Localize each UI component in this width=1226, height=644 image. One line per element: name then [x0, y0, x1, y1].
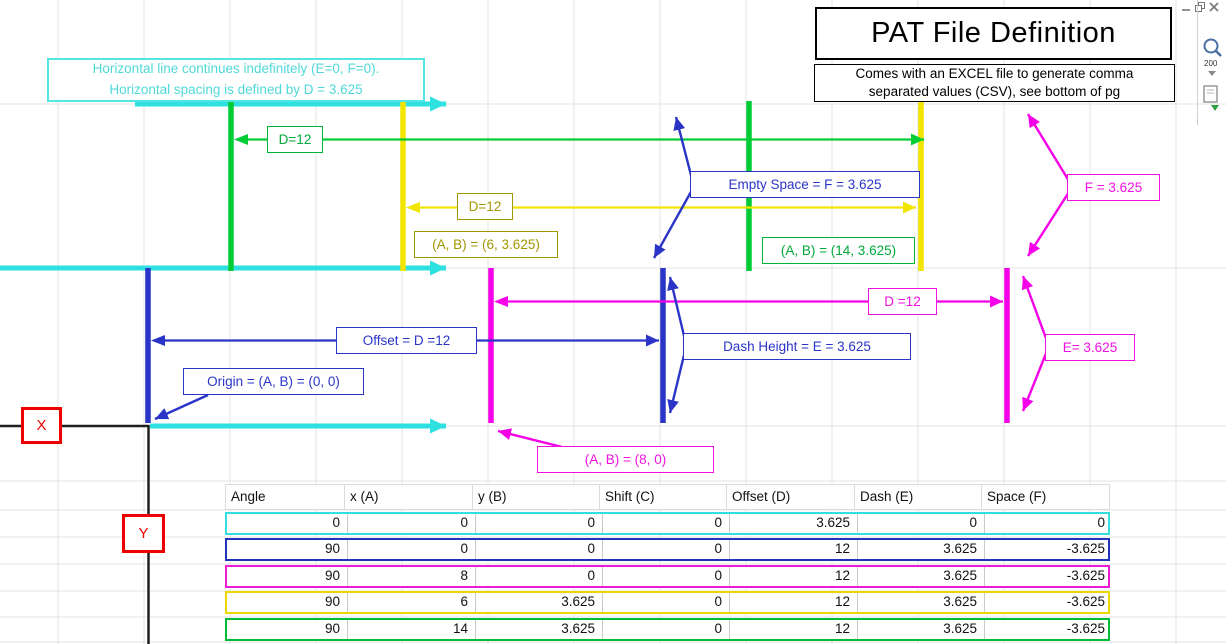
subtitle-line-1: Comes with an EXCEL file to generate com…: [855, 65, 1134, 81]
column-header-y: y (B): [473, 484, 600, 510]
close-button[interactable]: [1209, 2, 1222, 14]
column-header-dash: Dash (E): [855, 484, 982, 510]
close-icon: [1209, 2, 1219, 12]
label-origin-blue: Origin = (A, B) = (0, 0): [183, 368, 364, 395]
table-row-vertical-blue: 90 0 0 0 12 3.625 -3.625: [225, 538, 1110, 561]
subtitle-box: Comes with an EXCEL file to generate com…: [814, 64, 1175, 102]
cell: 3.625: [729, 514, 857, 533]
pattern-table: Angle x (A) y (B) Shift (C) Offset (D) D…: [225, 484, 1110, 644]
cell: 0: [602, 567, 729, 586]
table-row-horizontal-cyan: 0 0 0 0 3.625 0 0: [225, 512, 1110, 535]
cell: 0: [984, 514, 1112, 533]
magenta-pattern-dashes: [488, 268, 1010, 423]
restore-icon: [1195, 2, 1205, 12]
cell: 0: [602, 514, 729, 533]
cell: 90: [324, 621, 340, 636]
yellow-pattern-dashes: [400, 101, 924, 271]
cell: 0: [857, 514, 984, 533]
cell: 12: [729, 540, 857, 559]
cell: 12: [729, 620, 857, 639]
empty-space-arrow-down: [652, 189, 694, 259]
toolbar-separator: [1197, 0, 1198, 125]
note-box: Horizontal line continues indefinitely (…: [47, 58, 425, 102]
cell: -3.625: [984, 567, 1112, 586]
column-header-space: Space (F): [982, 484, 1110, 510]
f-value-arrow-up: [1026, 113, 1071, 182]
origin-arrow: [154, 393, 209, 421]
x-axis-label: X: [21, 407, 62, 444]
label-origin-yellow: (A, B) = (6, 3.625): [414, 231, 558, 258]
table-row-vertical-magenta: 90 8 0 0 12 3.625 -3.625: [225, 565, 1110, 588]
cell: 0: [602, 593, 729, 612]
cell: 3.625: [857, 567, 984, 586]
cell: 90: [324, 594, 340, 609]
label-origin-magenta: (A, B) = (8, 0): [537, 446, 714, 473]
label-dash-height: Dash Height = E = 3.625: [683, 333, 911, 360]
minimize-button[interactable]: [1181, 2, 1194, 14]
zoom-icon: 200: [1203, 38, 1222, 76]
cell: 0: [332, 515, 340, 530]
cell: 0: [475, 540, 602, 559]
cell: 0: [347, 540, 475, 559]
cell: 3.625: [857, 620, 984, 639]
label-offset-blue: Offset = D =12: [336, 327, 477, 354]
table-row-vertical-green: 90 14 3.625 0 12 3.625 -3.625: [225, 618, 1110, 641]
cell: 0: [347, 514, 475, 533]
label-offset-magenta: D =12: [868, 288, 937, 315]
column-header-shift: Shift (C): [600, 484, 727, 510]
cell: 3.625: [475, 593, 602, 612]
subtitle-line-2: separated values (CSV), see bottom of pg: [868, 84, 1121, 99]
blue-callout-arrows: [154, 116, 694, 421]
page-title: PAT File Definition: [815, 7, 1172, 60]
cell: 3.625: [475, 620, 602, 639]
zoom-value: 200: [1204, 59, 1218, 68]
ab8-arrow: [497, 428, 563, 449]
cell: 12: [729, 593, 857, 612]
empty-space-arrow-up: [673, 116, 694, 180]
cell: 8: [347, 567, 475, 586]
dropdown-arrow-icon: [1208, 71, 1216, 76]
table-row-vertical-yellow: 90 6 3.625 0 12 3.625 -3.625: [225, 591, 1110, 614]
note-line-1: Horizontal line continues indefinitely (…: [92, 61, 380, 77]
label-empty-space: Empty Space = F = 3.625: [690, 171, 920, 198]
label-e-value: E= 3.625: [1045, 334, 1135, 361]
cell: 0: [475, 567, 602, 586]
label-offset-green: D=12: [267, 126, 323, 153]
label-f-value: F = 3.625: [1067, 174, 1160, 201]
cell: 0: [475, 514, 602, 533]
cell: 0: [602, 540, 729, 559]
label-offset-yellow: D=12: [457, 193, 513, 220]
dash-height-arrow-up: [667, 276, 687, 341]
cell: 12: [729, 567, 857, 586]
label-origin-green: (A, B) = (14, 3.625): [762, 237, 915, 264]
table-header-row: Angle x (A) y (B) Shift (C) Offset (D) D…: [225, 484, 1110, 510]
horizontal-pattern-lines: [0, 96, 446, 434]
cell: 0: [602, 620, 729, 639]
cell: -3.625: [984, 593, 1112, 612]
restore-button[interactable]: [1195, 2, 1208, 14]
cell: 90: [324, 568, 340, 583]
export-icon: [1203, 85, 1219, 111]
cell: 14: [347, 620, 475, 639]
cell: -3.625: [984, 620, 1112, 639]
cell: 90: [324, 541, 340, 556]
cell: 6: [347, 593, 475, 612]
note-line-2: Horizontal spacing is defined by D = 3.6…: [109, 82, 363, 97]
cell: 3.625: [857, 540, 984, 559]
dash-height-arrow-down: [667, 350, 687, 414]
column-header-offset: Offset (D): [727, 484, 855, 510]
minimize-icon: [1182, 9, 1190, 11]
column-header-x: x (A): [345, 484, 473, 510]
column-header-angle: Angle: [225, 484, 345, 510]
cell: -3.625: [984, 540, 1112, 559]
y-axis-label: Y: [122, 514, 165, 553]
magenta-callout-arrows: [497, 113, 1071, 449]
green-offset-dimension: [234, 133, 924, 146]
e-value-arrow-down: [1021, 350, 1049, 412]
blue-pattern-dashes: [145, 268, 666, 423]
e-value-arrow-up: [1021, 275, 1049, 342]
f-value-arrow-down: [1026, 191, 1071, 257]
cell: 3.625: [857, 593, 984, 612]
